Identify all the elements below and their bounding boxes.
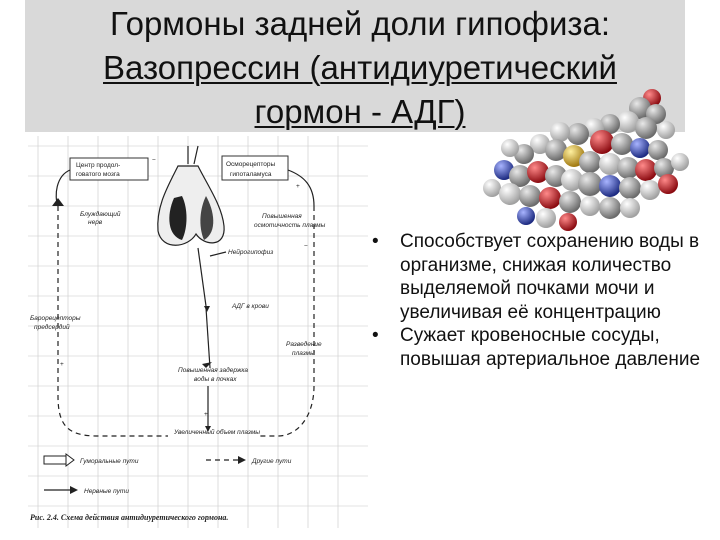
adh-blood-label: АДГ в крови: [231, 303, 269, 310]
box-osmoreceptors-label-2: гипоталамуса: [230, 171, 272, 178]
vagus-label: Блуждающий: [80, 210, 121, 218]
bullet-marker: •: [372, 230, 379, 254]
plasma-dilution-label: Разведение: [286, 340, 322, 348]
bullet-list: • Способствует сохранению воды в организ…: [372, 230, 712, 371]
figure-caption: Рис. 2.4. Схема действия антидиуретическ…: [30, 513, 228, 522]
adh-action-diagram: Центр продол- говатого мозга Осморецепто…: [28, 136, 368, 528]
plasma-dilution-label-2: плазмы: [292, 350, 315, 357]
sign-plus-left: +: [60, 361, 64, 368]
bullet-item-1: • Способствует сохранению воды в организ…: [372, 230, 712, 324]
box-medulla-label-2: говатого мозга: [76, 171, 120, 178]
molecule-model-image: [480, 84, 720, 234]
water-reabs-label-2: воды в почках: [194, 375, 237, 383]
neurohypophysis-label: Нейрогипофиз: [228, 248, 273, 256]
sign-minus-right: −: [304, 243, 308, 250]
bullet-marker: •: [372, 324, 379, 348]
legend: Гуморальные пути Другие пути Нервные пут…: [44, 454, 292, 495]
legend-neural: Нервные пути: [84, 488, 129, 495]
water-reabs-label: Повышенная задержка: [178, 366, 248, 374]
sign-minus-top: −: [152, 157, 156, 164]
title-line-1: Гормоны задней доли гипофиза:: [0, 2, 720, 46]
volume-increase-label: Увеличенный объем плазмы: [173, 428, 260, 436]
sign-plus-right: +: [296, 183, 300, 190]
baroreceptors-label-2: предсердий: [34, 323, 70, 331]
bullet-text-2: Сужает кровеносные сосуды, повышая артер…: [400, 325, 700, 370]
bullet-item-2: • Сужает кровеносные сосуды, повышая арт…: [372, 324, 712, 371]
pituitary-drawing: [158, 146, 224, 245]
bullet-text-1: Способствует сохранению воды в организме…: [400, 231, 699, 323]
osmo-increase-label: Повышенная: [262, 213, 302, 220]
vagus-label-2: нерв: [88, 219, 103, 226]
legend-humoral: Гуморальные пути: [80, 458, 139, 465]
box-osmoreceptors-label: Осморецепторы: [226, 161, 276, 168]
baroreceptors-label: Барорецепторы: [30, 315, 81, 322]
legend-other: Другие пути: [251, 458, 292, 465]
osmo-increase-label-2: осмотичность плазмы: [254, 222, 326, 229]
box-medulla-label: Центр продол-: [76, 162, 120, 169]
atoms: [483, 89, 689, 231]
